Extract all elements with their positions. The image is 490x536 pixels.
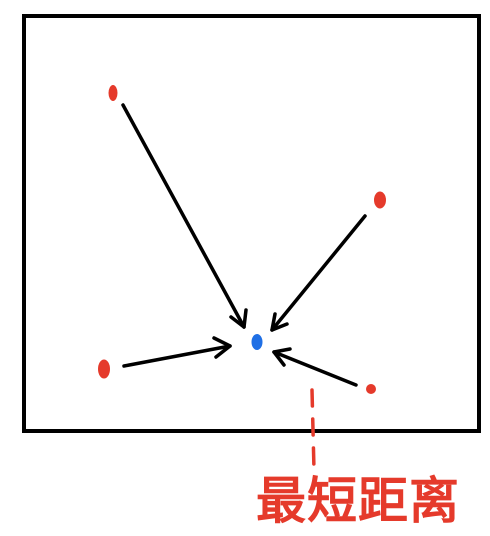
source-point-bottom-right: [366, 384, 376, 394]
source-point-top-left: [108, 85, 118, 101]
shortest-distance-label: 最短距离: [256, 472, 460, 530]
label-leader-line: [310, 388, 316, 472]
arrow-from-top-left: [121, 103, 248, 329]
target-point: [251, 334, 263, 350]
arrow-from-top-right: [270, 214, 367, 332]
bounding-box: [22, 14, 481, 433]
source-point-left: [98, 359, 110, 379]
arrow-from-left: [122, 336, 232, 368]
arrow-from-bottom-right: [272, 347, 358, 387]
source-point-top-right: [374, 191, 386, 209]
